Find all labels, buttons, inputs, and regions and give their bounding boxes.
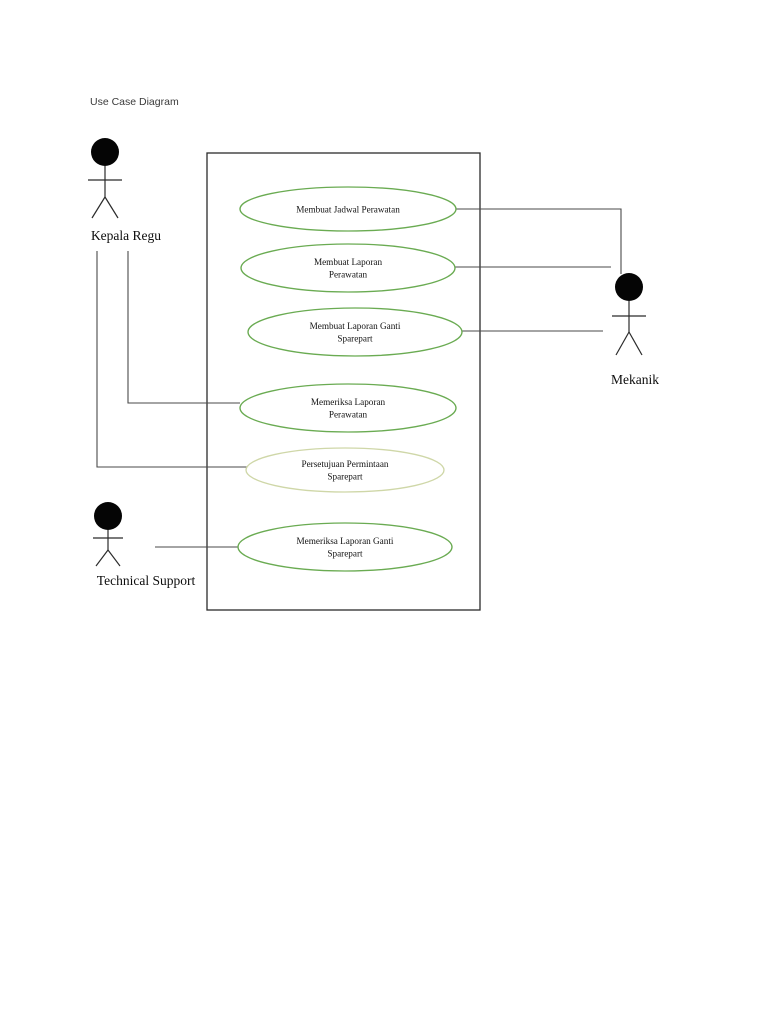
use-case-label: Membuat Laporan Ganti <box>310 321 401 331</box>
actor-head-icon[interactable] <box>94 502 122 530</box>
actor-label: Kepala Regu <box>91 228 161 243</box>
use-case-label: Sparepart <box>337 334 373 344</box>
actor-leg-left <box>615 331 630 356</box>
actor-mekanik[interactable]: Mekanik <box>611 273 659 387</box>
actor-leg-right <box>104 196 119 219</box>
use-case-ellipse[interactable] <box>245 447 445 493</box>
use-case-ellipse[interactable] <box>240 243 456 293</box>
use-case-ellipse[interactable] <box>247 307 463 357</box>
actor-head-icon[interactable] <box>615 273 643 301</box>
use-case-label: Memeriksa Laporan Ganti <box>297 536 394 546</box>
use-case-ellipse[interactable] <box>237 522 453 572</box>
connectors-group <box>96 208 622 548</box>
actor-label: Mekanik <box>611 372 659 387</box>
use-case-membuat-jadwal-perawatan[interactable]: Membuat Jadwal Perawatan <box>239 186 457 232</box>
use-case-label: Perawatan <box>329 410 368 420</box>
use-case-ellipse[interactable] <box>239 383 457 433</box>
use-case-label: Membuat Jadwal Perawatan <box>296 204 400 214</box>
actor-leg-right <box>628 331 643 356</box>
use-case-label: Sparepart <box>327 549 363 559</box>
system-boundary-box <box>206 152 481 611</box>
page-title: Use Case Diagram <box>90 96 179 108</box>
use-case-label: Persetujuan Permintaan <box>301 459 388 469</box>
use-case-label: Perawatan <box>329 270 368 280</box>
diagram-title-group: Use Case Diagram <box>90 96 179 108</box>
use-case-label: Sparepart <box>327 472 363 482</box>
actor-technical-support[interactable]: Technical Support <box>93 502 195 588</box>
actor-leg-left <box>91 196 106 219</box>
actor-label: Technical Support <box>97 573 196 588</box>
actor-kepala-regu[interactable]: Kepala Regu <box>88 138 161 243</box>
system-boundary-group <box>206 152 481 611</box>
use-case-label: Membuat Laporan <box>314 257 383 267</box>
actor-head-icon[interactable] <box>91 138 119 166</box>
actor-leg-right <box>107 549 121 567</box>
association-line-kepala-regu-to-memeriksa-laporan-perawatan <box>127 251 240 404</box>
association-line-mekanik-to-membuat-jadwal-perawatan <box>456 208 622 274</box>
use-case-label: Memeriksa Laporan <box>311 397 386 407</box>
association-line-kepala-regu-to-persetujuan-permintaan-sparepart <box>96 251 247 468</box>
actor-leg-left <box>95 549 109 567</box>
use-case-ellipse[interactable] <box>239 186 457 232</box>
